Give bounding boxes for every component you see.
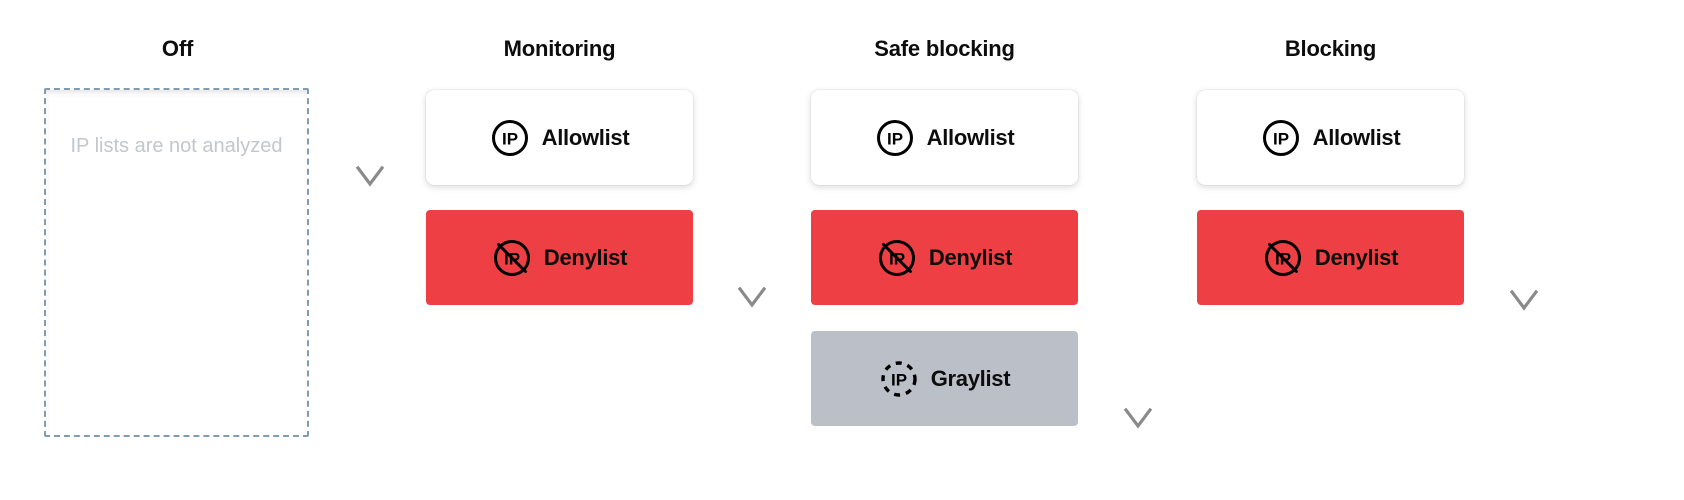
ip-circle-slash-icon: IP bbox=[1263, 238, 1303, 278]
ip-circle-dashed-icon: IP bbox=[879, 359, 919, 399]
ip-circle-icon: IP bbox=[490, 118, 530, 158]
list-card-label: Allowlist bbox=[1312, 124, 1401, 150]
svg-text:IP: IP bbox=[502, 129, 518, 148]
ip-circle-icon: IP bbox=[875, 118, 915, 158]
list-card-label: Denylist bbox=[543, 244, 628, 270]
list-card-label: Graylist bbox=[930, 365, 1011, 391]
list-card-allowlist-blocking[interactable]: IP Allowlist bbox=[1197, 90, 1464, 185]
list-card-allowlist-safe-blocking[interactable]: IP Allowlist bbox=[811, 90, 1078, 185]
svg-text:IP: IP bbox=[1273, 129, 1289, 148]
list-card-label: Denylist bbox=[1314, 244, 1399, 270]
list-card-label: Denylist bbox=[928, 244, 1013, 270]
list-card-allowlist-monitoring[interactable]: IP Allowlist bbox=[426, 90, 693, 185]
arrow-monitoring-to-safe-blocking bbox=[737, 90, 767, 308]
column-title-monitoring: Monitoring bbox=[503, 36, 616, 61]
list-card-denylist-safe-blocking[interactable]: IP Denylist bbox=[811, 210, 1078, 305]
svg-text:IP: IP bbox=[891, 370, 907, 389]
arrow-safe-blocking-to-blocking bbox=[1123, 91, 1153, 429]
list-card-denylist-monitoring[interactable]: IP Denylist bbox=[426, 210, 693, 305]
ip-circle-slash-icon: IP bbox=[492, 238, 532, 278]
column-title-safe-blocking: Safe blocking bbox=[874, 36, 1015, 61]
empty-ip-lists-placeholder-text: IP lists are not analyzed bbox=[70, 135, 283, 157]
ip-circle-slash-icon: IP bbox=[877, 238, 917, 278]
arrow-off-to-monitoring bbox=[355, 86, 385, 187]
list-card-denylist-blocking[interactable]: IP Denylist bbox=[1197, 210, 1464, 305]
ip-circle-icon: IP bbox=[1261, 118, 1301, 158]
arrow-blocking-end bbox=[1509, 92, 1539, 311]
column-title-blocking: Blocking bbox=[1284, 36, 1377, 61]
svg-text:IP: IP bbox=[887, 129, 903, 148]
empty-ip-lists-placeholder-box: IP lists are not analyzed bbox=[44, 88, 309, 437]
column-title-off: Off bbox=[161, 36, 194, 61]
list-card-graylist-safe-blocking[interactable]: IP Graylist bbox=[811, 331, 1078, 426]
list-card-label: Allowlist bbox=[926, 124, 1015, 150]
list-card-label: Allowlist bbox=[541, 124, 630, 150]
